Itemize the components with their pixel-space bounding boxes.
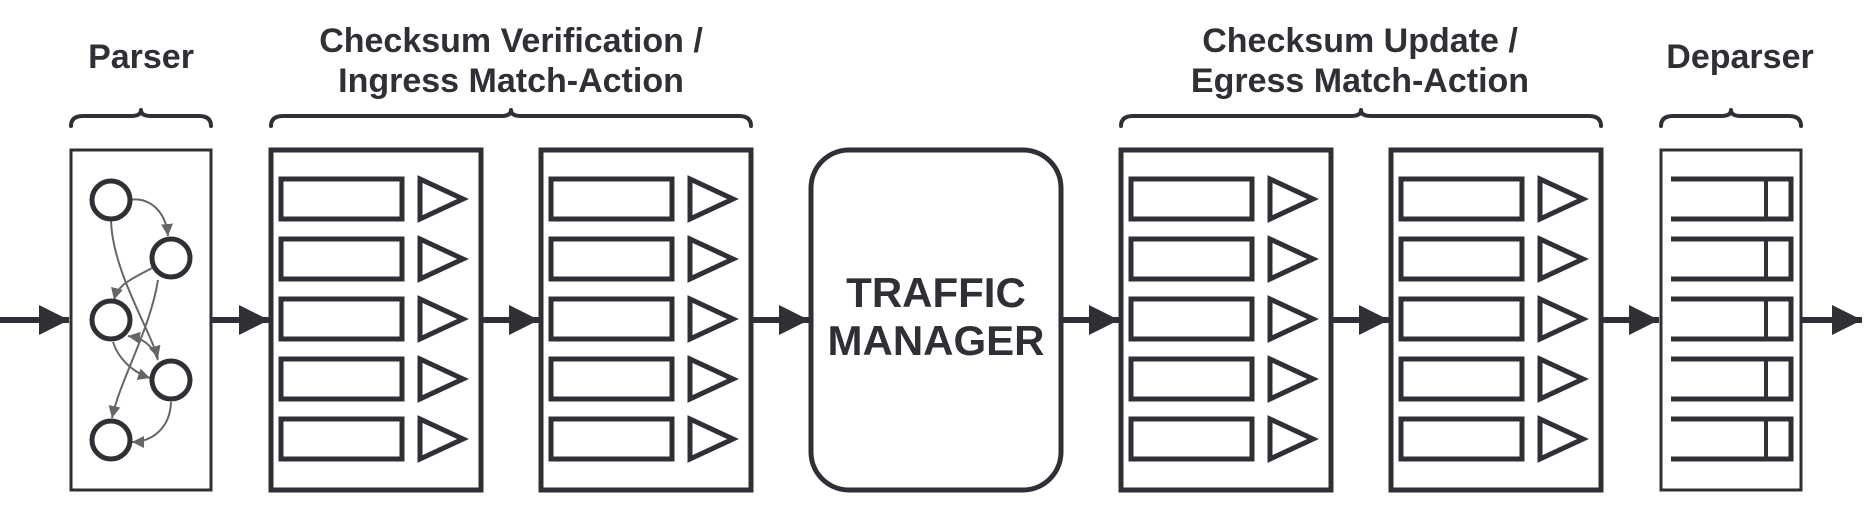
action-triangle <box>1537 415 1589 463</box>
action-triangle <box>687 355 739 403</box>
egress-label-line1: Checksum Update / <box>1202 22 1518 60</box>
match-table <box>1398 176 1525 222</box>
ingress-label-line1: Checksum Verification / <box>319 22 703 60</box>
egress-brace <box>1119 108 1603 128</box>
deparser-brace <box>1659 108 1803 128</box>
action-triangle <box>687 235 739 283</box>
deparser-slot <box>1671 236 1794 282</box>
match-table <box>1128 356 1255 402</box>
action-triangle <box>417 235 469 283</box>
action-triangle <box>417 295 469 343</box>
action-triangle <box>687 175 739 223</box>
match-table <box>548 236 675 282</box>
action-triangle <box>417 355 469 403</box>
parser-state-nodes <box>89 178 193 462</box>
parser-state-node <box>89 178 133 222</box>
ingress-brace <box>269 108 753 128</box>
match-table <box>548 296 675 342</box>
parser-edge <box>110 219 161 359</box>
parser-state-node <box>149 358 193 402</box>
action-triangle <box>1537 355 1589 403</box>
match-action-blocks <box>268 147 1604 493</box>
parser-brace <box>69 108 213 128</box>
match-table <box>1398 416 1525 462</box>
deparser-slot <box>1671 176 1794 222</box>
match-table <box>1128 236 1255 282</box>
action-triangle <box>1537 295 1589 343</box>
action-triangle <box>1267 295 1319 343</box>
action-triangle <box>687 415 739 463</box>
egress-label-line2: Egress Match-Action <box>1191 62 1529 100</box>
stage-braces <box>69 108 1803 128</box>
deparser-slot <box>1671 356 1794 402</box>
match-action-block <box>268 147 484 493</box>
parser-state-edges <box>108 198 173 448</box>
match-table <box>278 356 405 402</box>
action-triangle <box>1267 175 1319 223</box>
deparser-label: Deparser <box>1666 38 1813 76</box>
match-table <box>278 296 405 342</box>
match-table <box>548 176 675 222</box>
parser-edge <box>131 401 172 448</box>
match-table <box>278 176 405 222</box>
traffic-manager-box <box>808 147 1064 493</box>
match-table <box>548 356 675 402</box>
parser-edge <box>112 341 151 380</box>
match-table <box>278 416 405 462</box>
parser-state-node <box>89 298 133 342</box>
match-action-block <box>538 147 754 493</box>
match-table <box>548 416 675 462</box>
parser-block <box>69 148 213 492</box>
traffic-manager-label-line1: TRAFFIC <box>846 269 1026 316</box>
traffic-manager-label-line2: MANAGER <box>828 317 1045 364</box>
action-triangle <box>1267 235 1319 283</box>
parser-label: Parser <box>88 38 194 76</box>
match-table <box>1128 416 1255 462</box>
action-triangle <box>1537 235 1589 283</box>
match-table <box>1398 296 1525 342</box>
action-triangle <box>417 175 469 223</box>
match-table <box>278 236 405 282</box>
deparser-block <box>1659 148 1803 492</box>
parser-edge <box>127 198 173 237</box>
action-triangle <box>1267 355 1319 403</box>
parser-state-node <box>149 236 193 280</box>
match-table <box>1128 296 1255 342</box>
action-triangle <box>1537 175 1589 223</box>
match-action-block <box>1118 147 1334 493</box>
deparser-slot <box>1671 416 1794 462</box>
parser-state-node <box>89 418 133 462</box>
match-table <box>1398 236 1525 282</box>
action-triangle <box>417 415 469 463</box>
deparser-slot <box>1671 296 1794 342</box>
parser-edge <box>127 331 159 361</box>
match-table <box>1398 356 1525 402</box>
match-table <box>1128 176 1255 222</box>
ingress-label-line2: Ingress Match-Action <box>338 62 684 100</box>
action-triangle <box>1267 415 1319 463</box>
parser-edge <box>108 279 159 419</box>
deparser-box <box>1659 148 1803 492</box>
traffic-manager: TRAFFIC MANAGER <box>808 147 1064 493</box>
match-action-block <box>1388 147 1604 493</box>
action-triangle <box>687 295 739 343</box>
